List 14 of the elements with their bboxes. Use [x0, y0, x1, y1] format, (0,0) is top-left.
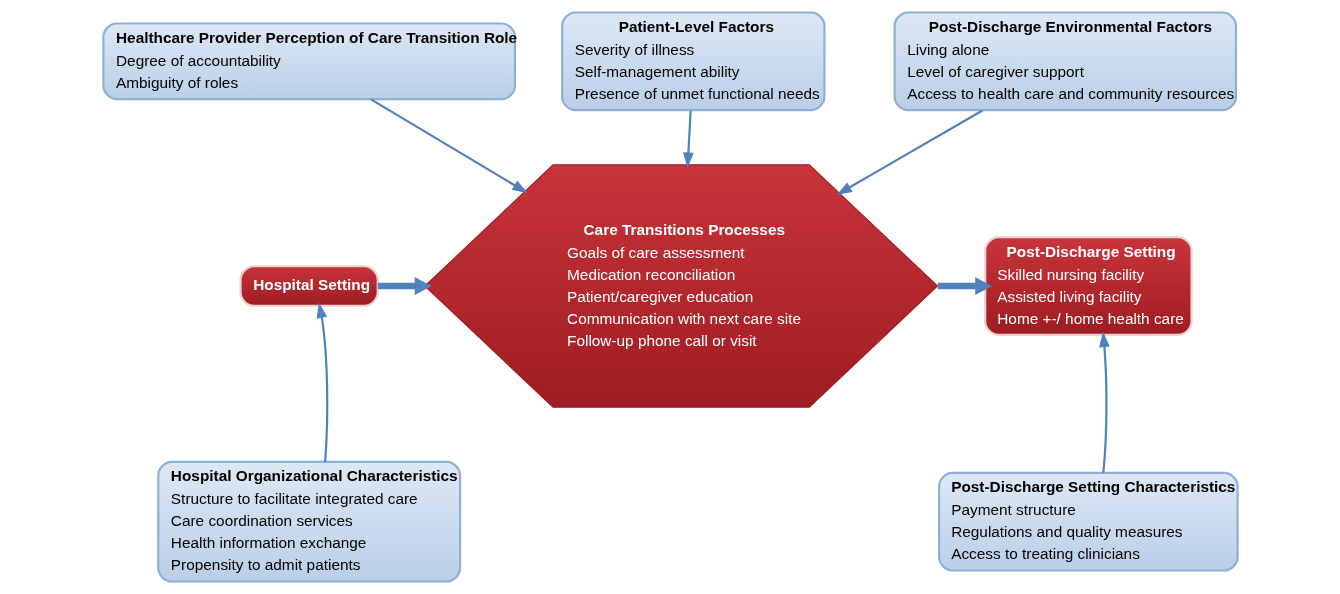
- node-box: Healthcare Provider Perception of Care Transition Role Degree of accountability Ambiguity of roles: [101, 22, 516, 101]
- node-box: Patient-Level Factors Severity of illness Self-management ability Presence of unmet functional needs: [560, 11, 825, 112]
- arrow: [937, 277, 992, 295]
- arrow: [836, 109, 983, 195]
- node-box: Hospital Organizational Characteristics Structure to facilitate integrated care Care coordination services Health information exchange Propensity to admit patients: [156, 460, 461, 583]
- node-box: Hospital Setting: [238, 265, 379, 307]
- node-box: Post-Discharge Setting Skilled nursing facility Assisted living facility Home +-/ home health care: [983, 236, 1193, 336]
- arrow: [377, 277, 432, 295]
- arrow: [316, 302, 328, 462]
- arrow: [682, 110, 694, 168]
- arrow: [369, 98, 528, 194]
- node-box: Post-Discharge Environmental Factors Living alone Level of caregiver support Access to health care and community resources: [893, 11, 1237, 112]
- node-box: Post-Discharge Setting Characteristics Payment structure Regulations and quality measures Access to treating clinicians: [937, 471, 1239, 572]
- arrow: [1098, 331, 1110, 473]
